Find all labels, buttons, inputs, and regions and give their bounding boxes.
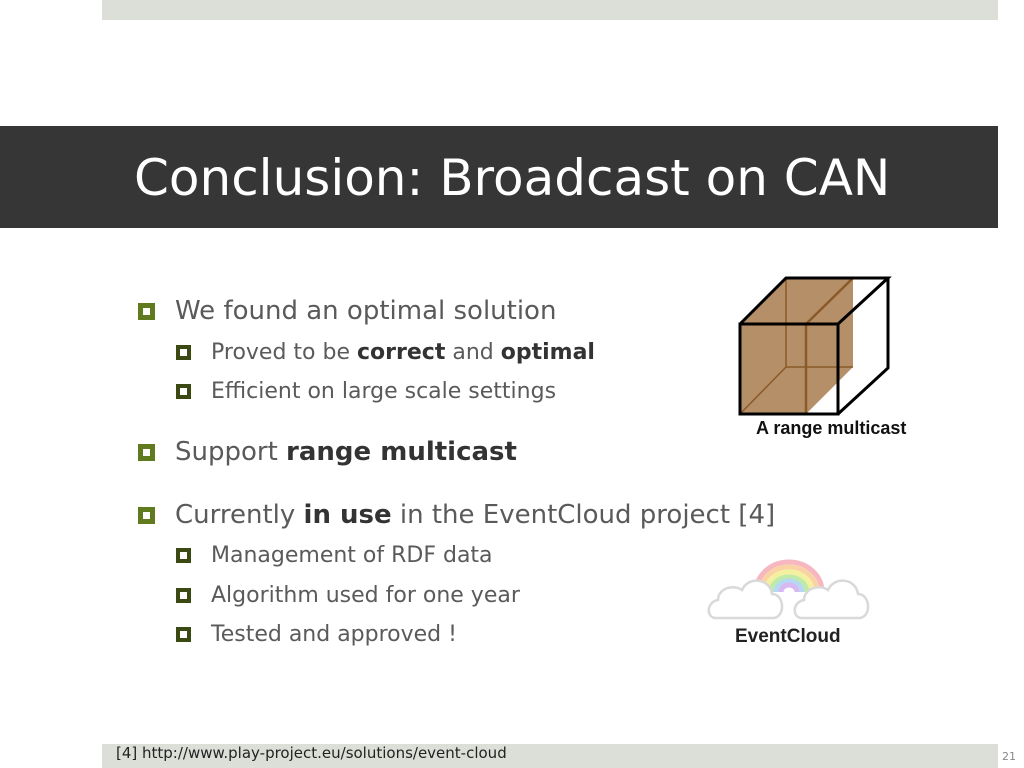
bullet-text: Algorithm used for one year	[211, 583, 520, 608]
subbullet-one-year: Algorithm used for one year	[176, 583, 520, 608]
top-decoration-bar	[102, 0, 998, 20]
subbullet-rdf: Management of RDF data	[176, 543, 493, 568]
bullet-text: Tested and approved !	[211, 622, 457, 647]
cube-highlight-region	[740, 278, 853, 414]
eventcloud-logo	[707, 559, 870, 620]
bullet-square-icon	[138, 443, 155, 461]
bullet-text: Proved to be correct and optimal	[211, 340, 595, 365]
bullet-text: Efficient on large scale settings	[211, 379, 557, 404]
bullet-square-icon	[176, 548, 191, 563]
eventcloud-caption: EventCloud	[735, 626, 841, 647]
slide-title: Conclusion: Broadcast on CAN	[134, 149, 891, 207]
subbullet-tested: Tested and approved !	[176, 622, 457, 647]
bullet-text: Currently in use in the EventCloud proje…	[175, 500, 776, 530]
cloud-left-icon	[707, 579, 784, 620]
footer-bar	[102, 744, 998, 768]
cube-caption: A range multicast	[756, 418, 907, 438]
bullet-square-icon	[138, 506, 155, 524]
bullet-square-icon	[176, 384, 191, 399]
subbullet-efficient: Efficient on large scale settings	[176, 379, 556, 404]
page-number: 21	[1002, 750, 1016, 763]
bullet-range-multicast: Support range multicast	[138, 437, 517, 467]
footnote-reference[interactable]: [4] http://www.play-project.eu/solutions…	[116, 744, 507, 762]
bullet-text: We found an optimal solution	[175, 296, 557, 326]
bullet-square-icon	[138, 302, 155, 320]
bullet-optimal-solution: We found an optimal solution	[138, 296, 556, 326]
subbullet-proved-correct: Proved to be correct and optimal	[176, 340, 595, 365]
range-multicast-cube-figure	[738, 276, 892, 416]
bullet-text: Management of RDF data	[211, 543, 493, 568]
bullet-square-icon	[176, 588, 191, 603]
cloud-right-icon	[793, 579, 870, 620]
bullet-square-icon	[176, 627, 191, 642]
bullet-text: Support range multicast	[175, 437, 517, 467]
title-band	[0, 126, 998, 228]
bullet-in-use: Currently in use in the EventCloud proje…	[138, 500, 775, 530]
bullet-square-icon	[176, 345, 191, 360]
